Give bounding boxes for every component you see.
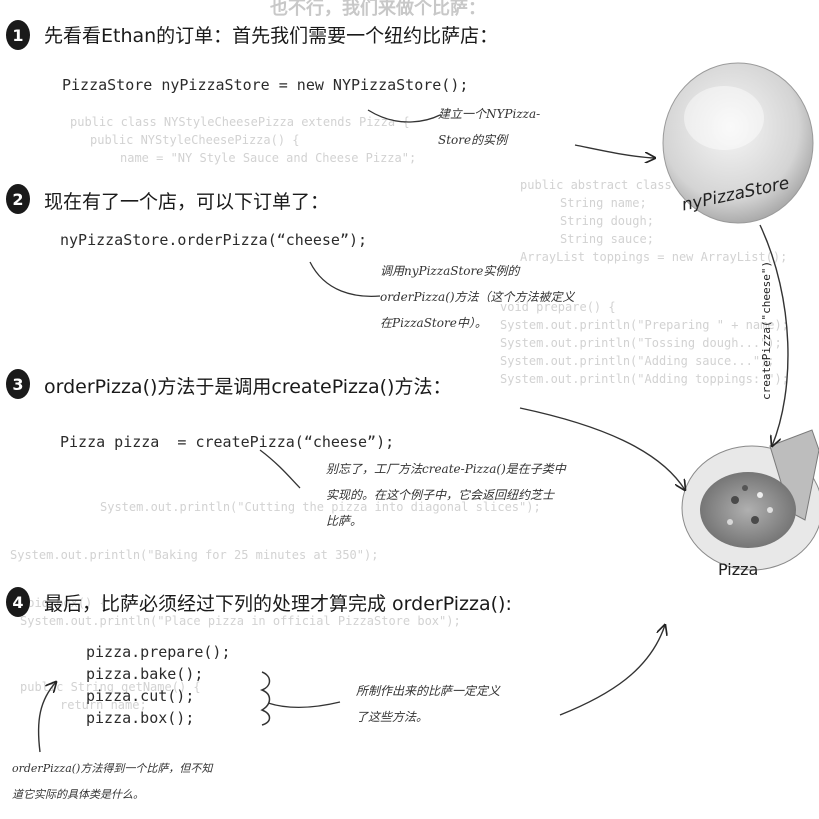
step-2-code: nyPizzaStore.orderPizza(“cheese”); [60,231,368,249]
arrow-store-to-pizza [759,224,789,446]
arrow-step3 [259,449,301,489]
note-line: 别忘了，工厂方法create-Pizza()是在子类中 [326,462,566,476]
code-line: pizza.prepare(); [86,643,231,661]
step-1-heading: 先看看Ethan的订单：首先我们需要一个纽约比萨店： [44,25,499,47]
note-line: 道它实际的具体类是什么。 [12,788,144,801]
arrow-up-to-pizza [559,625,665,716]
note-line: Store的实例 [438,133,508,147]
arrow-bottom-note [37,682,56,753]
note-line: 了这些方法。 [356,710,429,724]
note-line: 在PizzaStore中）。 [380,316,487,330]
note-line: 所制作出来的比萨一定定义 [356,684,501,698]
step-1-note: 建立一个NYPizza- Store的实例 [438,101,540,153]
step-2-note: 调用nyPizzaStore实例的 orderPizza()方法（这个方法被定义… [380,258,575,336]
step-number-2: 2 [6,184,30,214]
arrow-step4-label [267,701,341,709]
pizza-label: Pizza [718,560,759,579]
step-4-code: pizza.prepare(); pizza.bake(); pizza.cut… [86,641,231,729]
note-line: orderPizza()方法（这个方法被定义 [380,290,575,304]
step-4-note: 所制作出来的比萨一定定义 了这些方法。 [356,678,500,730]
step-number-1: 1 [6,20,30,50]
code-line: pizza.bake(); [86,665,204,683]
code-line: pizza.cut(); [86,687,195,705]
arrow-to-store [574,144,655,158]
arrow-step2 [309,261,381,297]
brace-step4 [259,671,271,726]
note-line: 建立一个NYPizza- [438,107,541,121]
step-3-code: Pizza pizza = createPizza(“cheese”); [60,433,395,451]
step-1-code: PizzaStore nyPizzaStore = new NYPizzaSto… [62,76,469,94]
step-2-heading: 现在有了一个店，可以下订单了： [44,191,330,213]
note-line: 比萨。 [326,514,363,528]
note-line: orderPizza()方法得到一个比萨，但不知 [12,762,213,775]
note-line: 调用nyPizzaStore实例的 [380,264,520,278]
step-number-4: 4 [6,587,30,617]
note-line: 实现的。在这个例子中，它会返回纽约芝士 [326,488,555,502]
step-4-heading: 最后，比萨必须经过下列的处理才算完成 orderPizza(): [44,593,512,615]
pizza-box-image [681,429,819,571]
arrow-step1 [367,109,441,123]
arrow-to-pizza [519,407,685,490]
code-line: pizza.box(); [86,709,195,727]
create-pizza-label: createPizza("cheese") [760,260,773,400]
store-plate-shape [662,62,814,224]
step-number-3: 3 [6,369,30,399]
bottom-note: orderPizza()方法得到一个比萨，但不知 道它实际的具体类是什么。 [12,756,212,808]
step-3-heading: orderPizza()方法于是调用createPizza()方法： [44,376,452,398]
step-3-note: 别忘了，工厂方法create-Pizza()是在子类中 实现的。在这个例子中，它… [326,456,566,534]
